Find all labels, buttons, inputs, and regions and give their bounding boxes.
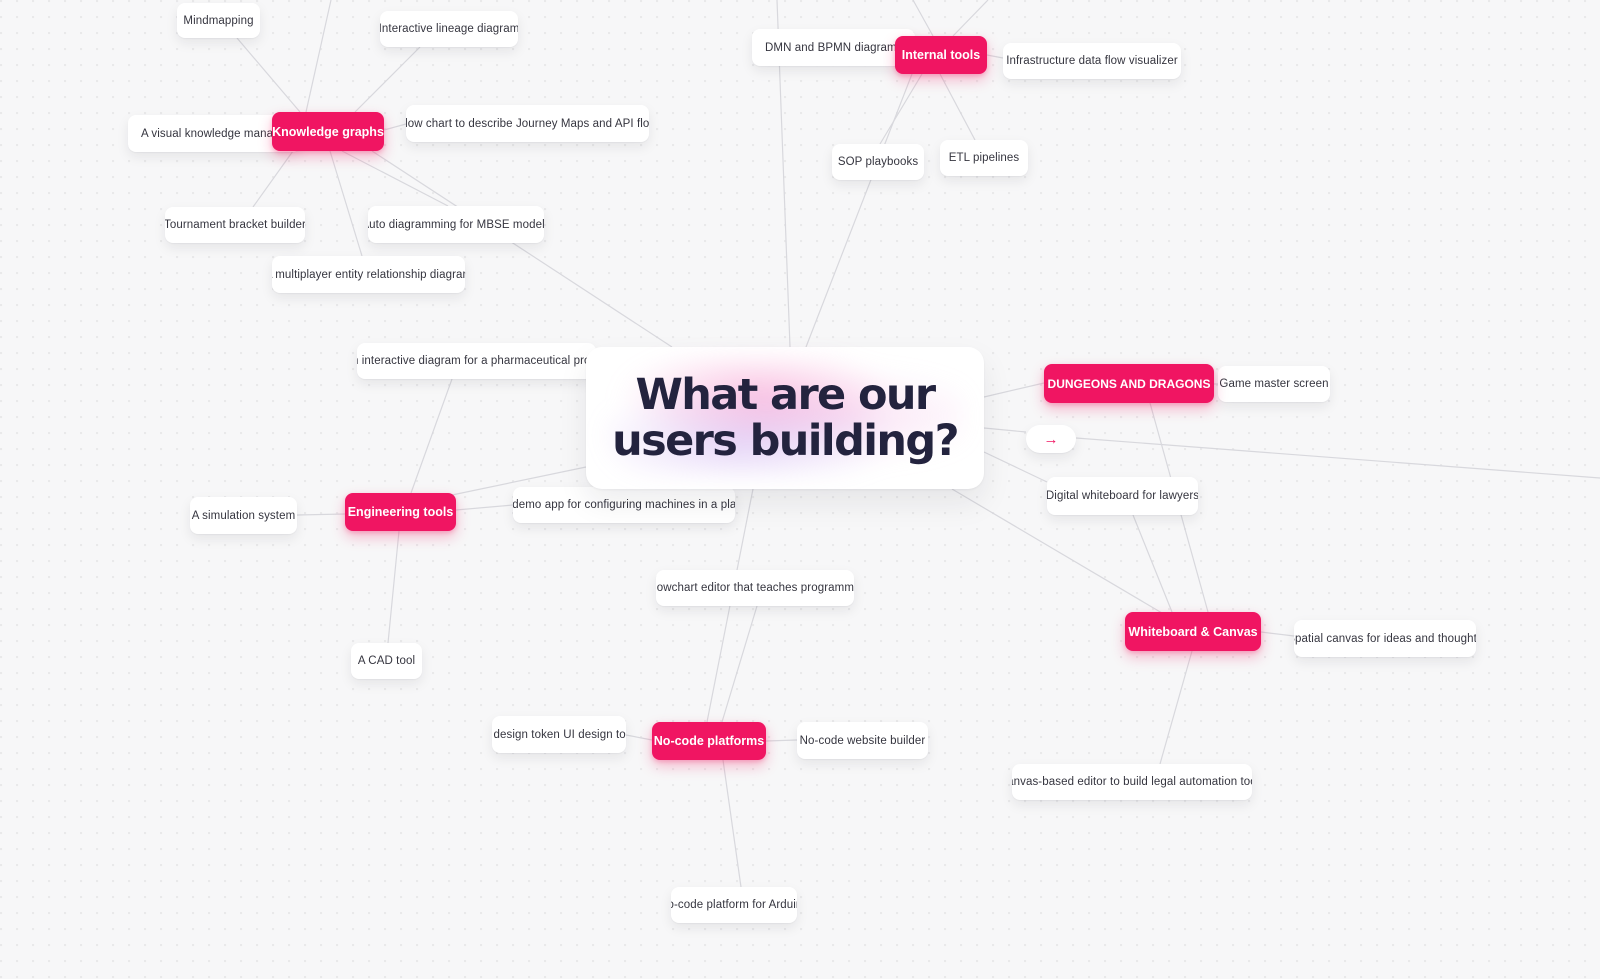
connector-line xyxy=(387,530,400,644)
connector-line xyxy=(879,73,923,145)
category-node-no-code-platforms[interactable]: No-code platforms xyxy=(652,722,766,760)
connector-line xyxy=(983,427,1027,433)
connector-line xyxy=(252,150,294,208)
arrow-pill-node[interactable]: → xyxy=(1026,425,1076,453)
connector-line xyxy=(410,378,453,494)
leaf-node-infrastructure-data-flow[interactable]: Infrastructure data flow visualizer xyxy=(1003,43,1181,79)
connector-line xyxy=(1132,514,1173,613)
connector-line xyxy=(455,504,514,511)
connector-line xyxy=(625,734,653,741)
leaf-node-auto-diagramming-mbse[interactable]: Auto diagramming for MBSE models xyxy=(368,206,544,243)
connector-line xyxy=(371,150,673,348)
leaf-node-mindmapping[interactable]: Mindmapping xyxy=(177,3,260,38)
connector-line xyxy=(1075,437,1600,479)
leaf-node-spatial-canvas[interactable]: Spatial canvas for ideas and thoughts xyxy=(1294,620,1476,657)
connector-line xyxy=(939,73,976,141)
connector-line xyxy=(296,513,346,516)
leaf-node-no-code-arduino[interactable]: No-code platform for Arduino xyxy=(671,887,797,923)
leaf-node-dmn-bpmn-editor[interactable]: DMN and BPMN diagram edit xyxy=(752,29,915,66)
leaf-node-etl-pipelines[interactable]: ETL pipelines xyxy=(940,140,1028,176)
connector-line xyxy=(912,0,934,37)
leaf-node-sop-playbooks[interactable]: SOP playbooks xyxy=(832,144,924,180)
leaf-node-multiplayer-er-diagram[interactable]: A multiplayer entity relationship diagra… xyxy=(272,256,465,293)
central-title-line1: What are our xyxy=(635,370,936,420)
central-title-line2: users building? xyxy=(612,416,959,466)
connector-line xyxy=(805,73,913,348)
connector-line xyxy=(765,739,798,742)
leaf-node-game-master-screen[interactable]: Game master screen xyxy=(1218,366,1330,402)
category-node-dungeons-and-dragons[interactable]: DUNGEONS AND DRAGONS xyxy=(1044,364,1214,403)
category-node-knowledge-graphs[interactable]: Knowledge graphs xyxy=(272,112,384,151)
leaf-node-tournament-bracket-builder[interactable]: Tournament bracket builder xyxy=(165,207,305,243)
leaf-node-journey-maps-flow-chart[interactable]: A flow chart to describe Journey Maps an… xyxy=(406,105,649,142)
connector-line xyxy=(952,0,989,37)
category-node-internal-tools[interactable]: Internal tools xyxy=(895,36,987,74)
title-glow xyxy=(604,357,966,475)
leaf-node-simulation-system[interactable]: A simulation system xyxy=(190,497,297,534)
leaf-node-cad-tool[interactable]: A CAD tool xyxy=(351,643,422,679)
leaf-node-design-token-ui-tool[interactable]: A design token UI design tool xyxy=(492,716,626,753)
leaf-node-digital-whiteboard-lawyers[interactable]: Digital whiteboard for lawyers xyxy=(1047,477,1198,515)
connector-line xyxy=(341,150,449,207)
leaf-node-interactive-lineage-diagram[interactable]: Interactive lineage diagram xyxy=(380,11,518,47)
arrow-right-icon: → xyxy=(1043,430,1059,448)
connector-line xyxy=(722,759,742,888)
leaf-node-pharmaceutical-diagram[interactable]: An interactive diagram for a pharmaceuti… xyxy=(357,343,596,379)
leaf-node-no-code-website-builder[interactable]: No-code website builder xyxy=(797,722,928,759)
central-topic-card[interactable]: What are our users building? xyxy=(586,347,984,489)
connector-line xyxy=(1260,631,1295,637)
leaf-node-demo-app-machines[interactable]: A demo app for configuring machines in a… xyxy=(513,487,735,523)
leaf-node-canvas-legal-automation[interactable]: Canvas-based editor to build legal autom… xyxy=(1012,764,1252,800)
connector-line xyxy=(236,37,301,113)
connector-line xyxy=(383,123,407,131)
leaf-node-flowchart-editor-teaching[interactable]: A flowchart editor that teaches programm… xyxy=(656,570,854,606)
connector-line xyxy=(354,46,421,113)
connector-line xyxy=(1159,650,1193,765)
connector-line xyxy=(986,54,1004,59)
connector-line xyxy=(983,382,1045,398)
category-node-engineering-tools[interactable]: Engineering tools xyxy=(345,493,456,531)
connector-line xyxy=(329,150,363,257)
category-node-whiteboard-canvas[interactable]: Whiteboard & Canvas xyxy=(1125,612,1261,651)
connector-line xyxy=(983,451,1048,483)
connector-line xyxy=(721,605,758,723)
connector-line xyxy=(451,466,587,496)
connector-line xyxy=(305,0,332,113)
connector-line xyxy=(951,488,1163,614)
